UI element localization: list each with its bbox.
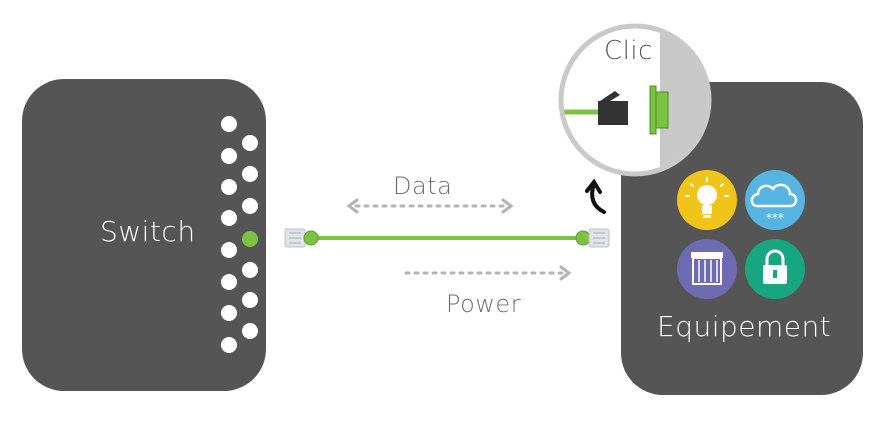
switch-label: Switch [100, 215, 196, 248]
port [221, 274, 237, 290]
port [242, 292, 258, 308]
rj45-connector-left-icon [284, 228, 319, 248]
equipment-label: Equipement [657, 310, 832, 343]
port [221, 116, 237, 132]
rj45-plug-icon [598, 91, 628, 125]
port-active [242, 231, 258, 247]
port [242, 166, 258, 182]
port [221, 305, 237, 321]
switch-box [22, 79, 266, 391]
port [242, 135, 258, 151]
rj45-connector-right-icon [575, 228, 610, 248]
port [221, 148, 237, 164]
port [242, 323, 258, 339]
port [221, 242, 237, 258]
port [242, 198, 258, 214]
port [221, 210, 237, 226]
curved-arrow-icon [585, 178, 606, 214]
cloud-snow-icon: *** [745, 170, 805, 230]
power-arrow-icon [404, 265, 572, 281]
storefront-icon [677, 239, 737, 299]
zoom-label: Clic [604, 36, 653, 66]
port [221, 337, 237, 353]
svg-text:***: *** [766, 211, 784, 225]
padlock-icon [745, 239, 805, 299]
port [242, 262, 258, 278]
wall-jack-icon [649, 85, 669, 135]
switch-ports [221, 116, 258, 353]
data-label: Data [393, 172, 453, 200]
lightbulb-icon [677, 170, 737, 230]
port [221, 179, 237, 195]
data-arrow-icon [346, 198, 514, 214]
power-label: Power [446, 290, 522, 318]
